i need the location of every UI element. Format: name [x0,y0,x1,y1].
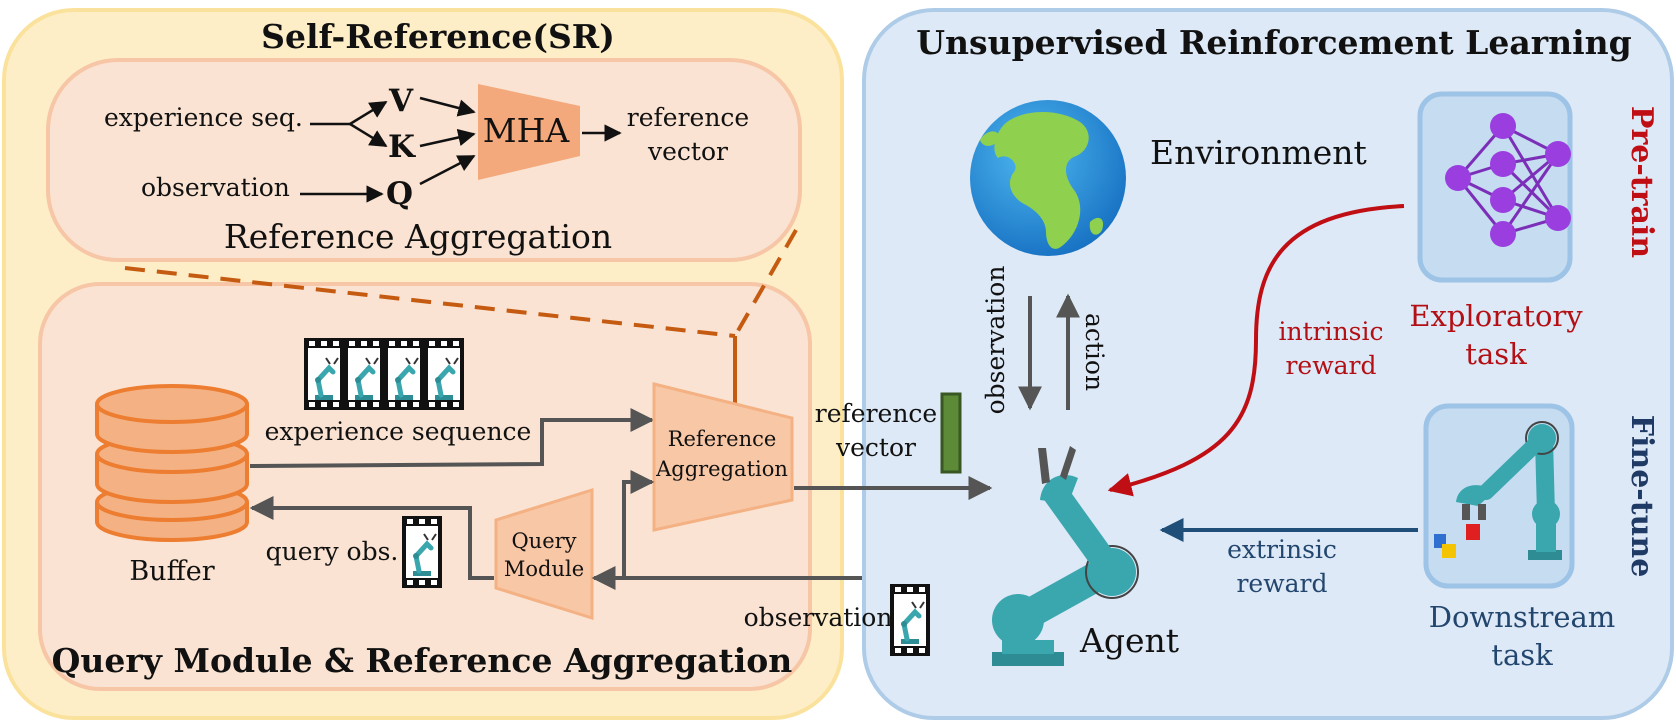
experience-sequence-label: experience sequence [265,417,532,446]
intrinsic-reward-label-2: reward [1285,351,1376,380]
downstream-task-label-2: task [1491,638,1553,672]
ref-agg-title: Reference Aggregation [224,217,612,256]
agent-label: Agent [1079,621,1179,660]
extrinsic-reward-label-1: extrinsic [1227,535,1337,564]
zoom-dashed-right [733,229,798,337]
mha-label: MHA [483,111,571,150]
downstream-task-label-1: Downstream [1429,600,1616,634]
k-to-mha-arrow [419,128,476,148]
v-letter: V [388,83,414,119]
query-module-label-1: Query [511,529,576,553]
exploratory-task-label-2: task [1465,337,1527,371]
exploratory-task-label-1: Exploratory [1409,299,1583,333]
query-obs-label: query obs. [266,537,399,566]
reference-vector-bar [940,392,962,474]
query-to-buffer-arrow [249,496,494,580]
neural-network-icon [1445,113,1571,247]
observation-label-bottom: observation [744,603,893,632]
mha-block [478,84,580,180]
query-module-block [494,487,594,621]
buffer-label: Buffer [129,556,214,587]
intrinsic-reward-arrow [1107,204,1405,497]
q-letter: Q [386,176,413,212]
qm-title: Query Module & Reference Aggregation [52,641,793,680]
query-branch-to-ref-agg-arrow [622,470,655,578]
fork-to-v-arrow [349,100,388,126]
experience-seq-label: experience seq. [104,103,303,132]
observation-label-top: observation [141,173,290,202]
robot-arm-icon [992,446,1139,666]
ref-vector-right-label-1: reference [815,399,937,428]
q-to-mha-arrow [419,154,476,186]
ref-agg-panel [46,58,802,262]
fork-to-k-arrow [349,122,388,148]
observation-film-icon [890,584,930,656]
ref-vector-right-label-2: vector [835,433,916,462]
query-obs-film-icon [402,516,442,588]
observation-vertical-label: observation [981,266,1010,415]
action-vertical-label: action [1080,313,1109,391]
sr-title: Self-Reference(SR) [261,17,615,56]
globe-icon [970,100,1126,256]
intrinsic-reward-label-1: intrinsic [1278,317,1383,346]
environment-label: Environment [1150,133,1367,172]
database-icon [95,384,249,542]
film-strip-icon [304,338,464,410]
ref-agg-block-label-1: Reference [668,427,777,451]
ref-agg-block-label-2: Aggregation [655,457,788,481]
pretrain-label: Pre-train [1624,106,1659,258]
k-letter: K [388,129,416,165]
finetune-label: Fine-tune [1624,415,1659,578]
v-to-mha-arrow [419,96,476,117]
url-title: Unsupervised Reinforcement Learning [916,23,1631,62]
buffer-to-ref-agg-arrow [249,408,655,468]
extrinsic-reward-label-2: reward [1236,569,1327,598]
ref-vector-label-1: reference [627,103,749,132]
query-module-label-2: Module [504,557,584,581]
ref-vector-label-2: vector [647,137,728,166]
zoom-dashed-left [124,266,736,338]
downstream-robot-icon [1434,421,1562,560]
